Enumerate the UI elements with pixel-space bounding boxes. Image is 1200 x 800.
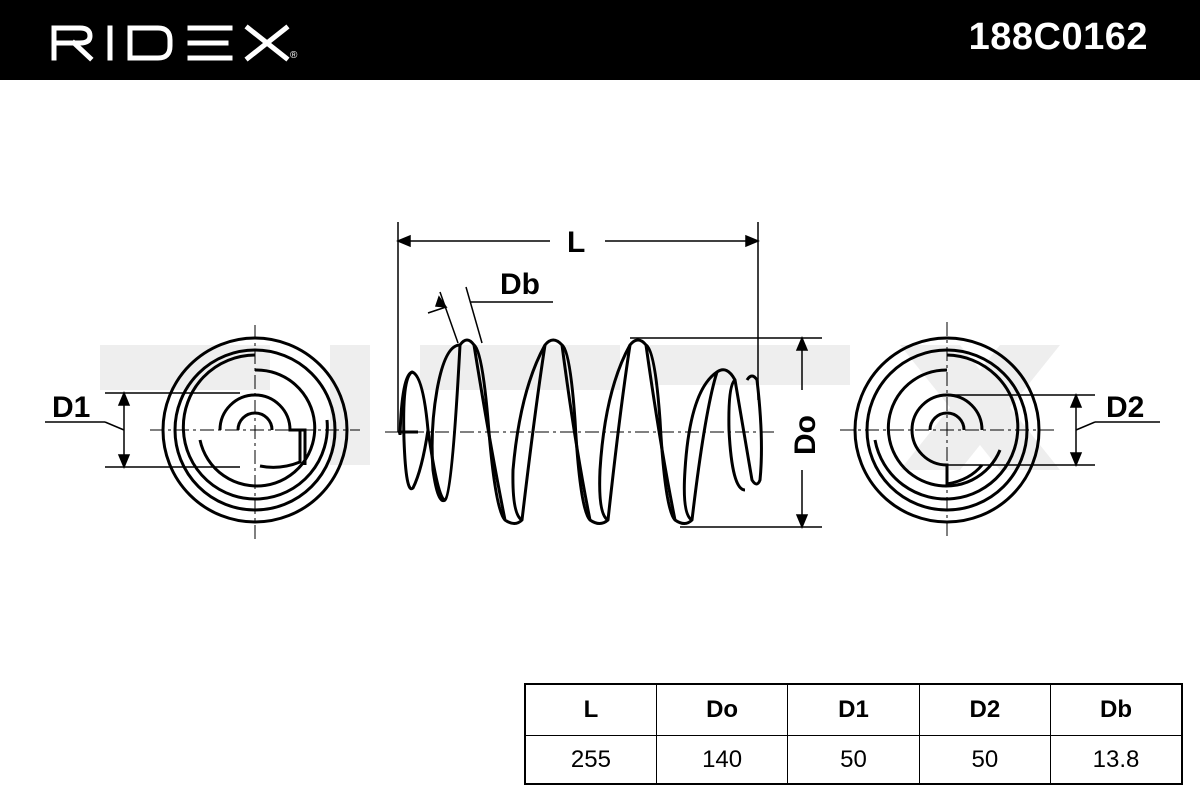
spring-drawing: D1 L Db Do — [45, 222, 1160, 540]
left-centerlines — [150, 325, 360, 540]
db-label: Db — [500, 268, 540, 301]
d1-dimension — [45, 391, 240, 469]
d2-dimension — [947, 393, 1160, 467]
svg-text:®: ® — [290, 50, 298, 61]
spec-table: L Do D1 D2 Db 255 140 50 50 13.8 — [524, 683, 1183, 785]
do-dimension — [630, 336, 822, 529]
d2-label: D2 — [1106, 391, 1144, 424]
spec-value-cell: 255 — [570, 745, 611, 773]
do-label: Do — [789, 415, 822, 455]
spec-header-cell: Do — [655, 684, 788, 736]
ridex-logo: ® — [51, 24, 298, 62]
spec-value-cell: 13.8 — [1050, 735, 1182, 784]
spec-value-cell: 50 — [918, 735, 1051, 784]
l-dimension — [396, 222, 760, 432]
watermark-logo — [100, 345, 1060, 470]
spring-side-view — [398, 338, 763, 525]
spec-header-cell: D2 — [918, 684, 1051, 736]
spec-value-cell: 50 — [787, 735, 920, 784]
spec-header-cell: D1 — [787, 684, 920, 736]
l-label: L — [567, 226, 585, 259]
spec-header-row: L Do D1 D2 Db — [525, 684, 1182, 736]
spec-value-row: 255 140 50 50 13.8 — [525, 735, 1182, 784]
db-dimension — [427, 286, 553, 344]
header-bar: ® 188C0162 — [0, 0, 1200, 80]
right-centerlines — [840, 322, 1055, 540]
d1-label: D1 — [52, 391, 90, 424]
spec-header-cell: Db — [1050, 684, 1182, 736]
spec-header-cell: L — [525, 684, 657, 736]
spec-value-cell: 140 — [655, 735, 788, 784]
part-number: 188C0162 — [968, 16, 1148, 58]
